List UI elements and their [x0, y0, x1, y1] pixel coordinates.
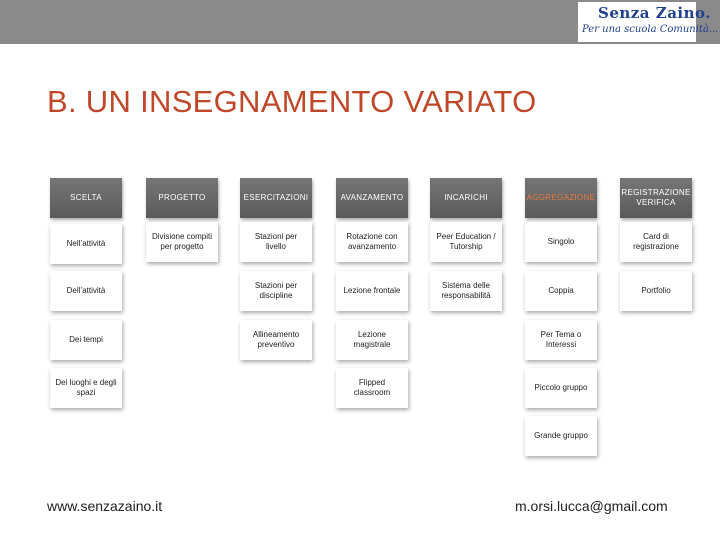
- header-incarichi: INCARICHI: [430, 178, 502, 218]
- senza-zaino-logo: Senza Zaino. Per una scuola Comunità...: [578, 2, 718, 42]
- cell-progetto-1: Divisione compiti per progetto: [146, 222, 218, 262]
- cell-aggregazione-5: Grande gruppo: [525, 416, 597, 456]
- cell-aggregazione-4: Piccolo gruppo: [525, 368, 597, 408]
- cell-esercitazioni-2: Stazioni per discipline: [240, 271, 312, 311]
- header-aggregazione: AGGREGAZIONE: [525, 178, 597, 218]
- cell-aggregazione-1: Singolo: [525, 222, 597, 262]
- header-progetto: PROGETTO: [146, 178, 218, 218]
- slide-title: B. UN INSEGNAMENTO VARIATO: [47, 84, 537, 119]
- cell-avanzamento-2: Lezione frontale: [336, 271, 408, 311]
- cell-avanzamento-1: Rotazione con avanzamento: [336, 222, 408, 262]
- cell-incarichi-1: Peer Education / Tutorship: [430, 222, 502, 262]
- cell-scelta-2: Dell’attività: [50, 271, 122, 311]
- footer-website[interactable]: www.senzazaino.it: [47, 498, 163, 514]
- cell-aggregazione-2: Coppia: [525, 271, 597, 311]
- logo-text-tagline: Per una scuola Comunità...: [582, 24, 719, 35]
- cell-scelta-4: Dei luoghi e degli spazi: [50, 368, 122, 408]
- cell-registrazione-2: Portfolio: [620, 271, 692, 311]
- footer-email[interactable]: m.orsi.lucca@gmail.com: [515, 498, 668, 514]
- cell-avanzamento-4: Flipped classroom: [336, 368, 408, 408]
- cell-esercitazioni-1: Stazioni per livello: [240, 222, 312, 262]
- logo-text-main: Senza Zaino.: [598, 4, 711, 22]
- header-esercitazioni: ESERCITAZIONI: [240, 178, 312, 218]
- header-avanzamento: AVANZAMENTO: [336, 178, 408, 218]
- cell-scelta-3: Dei tempi: [50, 320, 122, 360]
- cell-registrazione-1: Card di registrazione: [620, 222, 692, 262]
- cell-avanzamento-3: Lezione magistrale: [336, 320, 408, 360]
- header-scelta: SCELTA: [50, 178, 122, 218]
- cell-incarichi-2: Sistema delle responsabilità: [430, 271, 502, 311]
- cell-esercitazioni-3: Allineamento preventivo: [240, 320, 312, 360]
- cell-aggregazione-3: Per Tema o Interessi: [525, 320, 597, 360]
- cell-scelta-1: Nell’attività: [50, 224, 122, 264]
- header-registrazione-verifica: REGISTRAZIONE VERIFICA: [620, 178, 692, 218]
